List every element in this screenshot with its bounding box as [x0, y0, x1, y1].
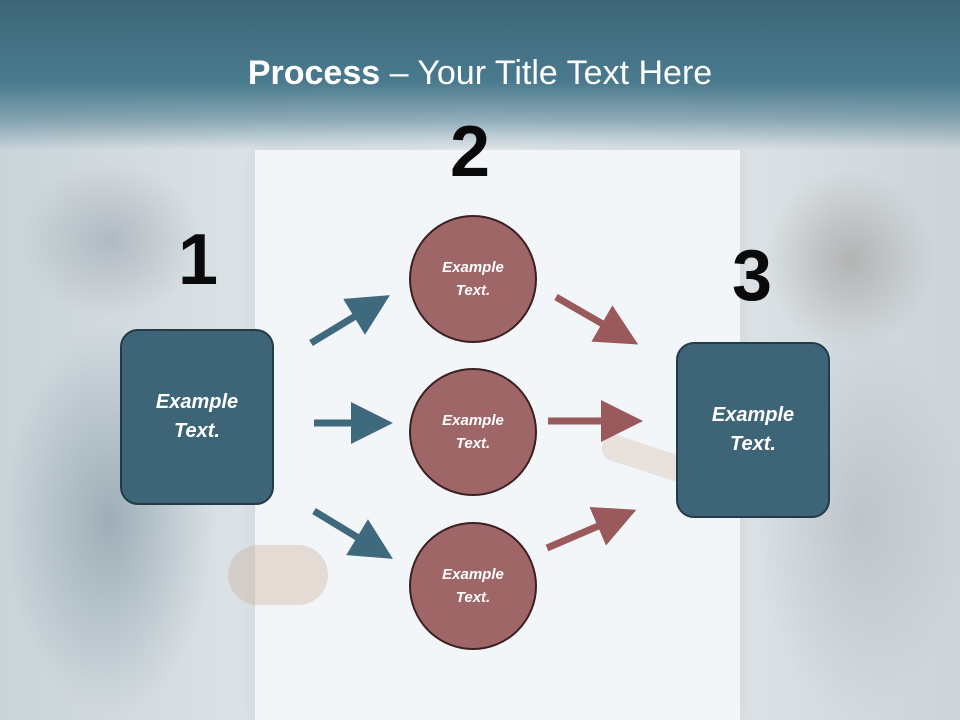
arrow-right-icon	[309, 295, 390, 346]
step-number-3: 3	[732, 236, 773, 316]
circle-bottom-text: Example Text.	[442, 566, 504, 606]
arrow-right-icon	[312, 508, 393, 559]
step-2-circle-middle: Example Text.	[409, 368, 537, 496]
step-3-box: Example Text.	[676, 342, 830, 518]
title-banner	[0, 0, 960, 150]
slide-title: Process – Your Title Text Here	[0, 54, 960, 93]
step-1-text: Example Text.	[155, 391, 239, 442]
arrow-right-icon	[554, 293, 639, 345]
step-3-text: Example Text.	[711, 404, 795, 455]
circle-middle-text: Example Text.	[442, 412, 504, 452]
arrow-right-icon	[545, 506, 637, 552]
step-2-circle-top: Example Text.	[409, 215, 537, 343]
title-rest: – Your Title Text Here	[380, 54, 713, 92]
left-hand-shape	[228, 545, 328, 605]
step-number-1: 1	[178, 220, 219, 300]
circle-top-text: Example Text.	[442, 259, 504, 299]
step-1-box: Example Text.	[120, 329, 274, 505]
step-2-circle-bottom: Example Text.	[409, 522, 537, 650]
step-number-2: 2	[450, 112, 491, 192]
title-bold: Process	[247, 54, 381, 92]
